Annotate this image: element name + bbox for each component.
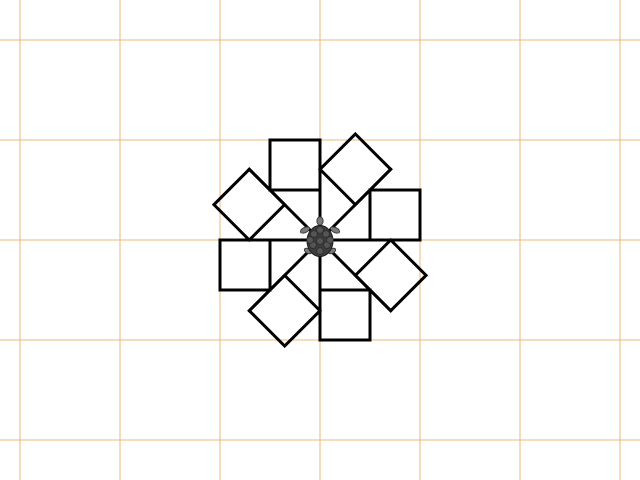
turtle-leg-front-right xyxy=(329,226,341,234)
flag-square xyxy=(247,273,323,349)
flag-drawing xyxy=(211,131,429,349)
shell-scute xyxy=(310,230,318,238)
flag-square xyxy=(318,288,372,342)
flag-square xyxy=(211,167,287,243)
flag-square xyxy=(218,238,272,292)
turtle-icon xyxy=(299,216,341,257)
turtle-leg-front-left xyxy=(299,226,311,234)
flag-square xyxy=(317,131,393,207)
turtle-shell-pattern xyxy=(306,226,334,255)
flag xyxy=(218,238,322,292)
shell-scute xyxy=(316,247,324,255)
flag-square xyxy=(268,138,322,192)
shell-scute xyxy=(316,237,324,245)
turtle-head xyxy=(316,216,324,226)
shell-scute xyxy=(322,230,330,238)
shell-scute xyxy=(306,236,314,244)
flag-square xyxy=(353,237,429,313)
shell-scute xyxy=(316,226,324,234)
shell-scute xyxy=(326,236,334,244)
